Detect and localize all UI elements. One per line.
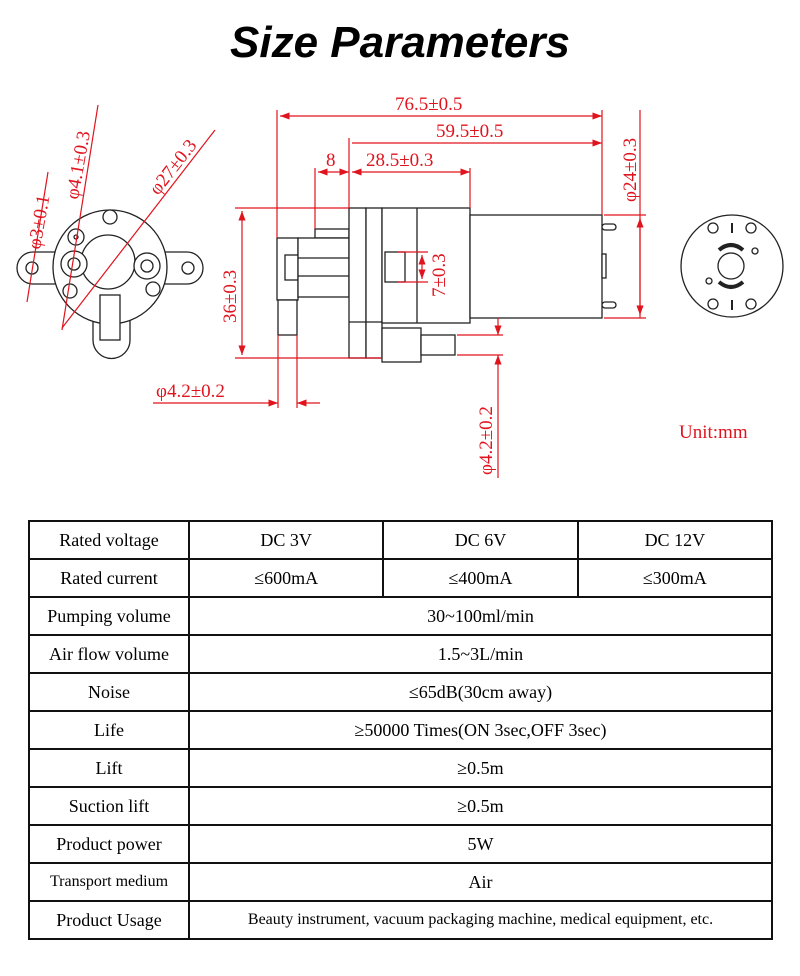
table-row: Life≥50000 Times(ON 3sec,OFF 3sec) [28, 710, 773, 750]
cell-value: DC 12V [576, 520, 774, 560]
table-row: Rated voltage DC 3V DC 6V DC 12V [28, 520, 774, 560]
table-row: Noise≤65dB(30cm away) [28, 672, 773, 712]
table-row: Suction lift≥0.5m [28, 786, 773, 826]
cell-value: ≥0.5m [188, 786, 773, 826]
dim-height-36: 36±0.3 [220, 270, 241, 323]
dimension-drawing: φ3±0.1 φ4.1±0.3 φ27±0.3 [16, 94, 784, 478]
cell-value: 30~100ml/min [188, 596, 773, 636]
row-label: Product power [28, 824, 190, 864]
row-label: Suction lift [28, 786, 190, 826]
row-label: Noise [28, 672, 190, 712]
row-label: Lift [28, 748, 190, 788]
cell-value: ≤300mA [576, 558, 774, 598]
dim-length-76-5: 76.5±0.5 [395, 94, 462, 115]
dim-d4-1: φ4.1±0.3 [62, 129, 95, 201]
cell-value: ≤600mA [187, 558, 385, 598]
side-view [276, 207, 617, 363]
cell-value: 5W [188, 824, 773, 864]
rear-view [680, 214, 784, 318]
table-row: Lift≥0.5m [28, 748, 773, 788]
cell-value: Beauty instrument, vacuum packaging mach… [188, 900, 773, 940]
dim-length-59-5: 59.5±0.5 [436, 121, 503, 142]
spec-table: Rated voltage DC 3V DC 6V DC 12V Rated c… [28, 520, 774, 940]
dim-d27: φ27±0.3 [145, 136, 201, 199]
row-label: Rated voltage [28, 520, 190, 560]
cell-value: 1.5~3L/min [188, 634, 773, 674]
row-label: Pumping volume [28, 596, 190, 636]
dim-d3: φ3±0.1 [24, 193, 54, 250]
front-view [16, 209, 204, 360]
cell-value: DC 3V [187, 520, 385, 560]
cell-value: ≥50000 Times(ON 3sec,OFF 3sec) [188, 710, 773, 750]
table-row: Rated current ≤600mA ≤400mA ≤300mA [28, 558, 774, 598]
dim-d4-2-outlet: φ4.2±0.2 [476, 406, 497, 475]
dim-length-8: 8 [326, 150, 336, 171]
cell-value: ≥0.5m [188, 748, 773, 788]
row-label: Life [28, 710, 190, 750]
cell-value: Air [188, 862, 773, 902]
unit-label: Unit:mm [679, 422, 748, 443]
dim-length-28-5: 28.5±0.3 [366, 150, 433, 171]
page-title: Size Parameters [230, 18, 570, 67]
dim-d4-2-inlet: φ4.2±0.2 [156, 381, 225, 402]
cell-value: ≤65dB(30cm away) [188, 672, 773, 712]
cell-value: ≤400mA [382, 558, 579, 598]
dim-d24: φ24±0.3 [620, 138, 641, 202]
dim-height-7: 7±0.3 [429, 253, 450, 297]
row-label: Rated current [28, 558, 190, 598]
row-label: Product Usage [28, 900, 190, 940]
row-label: Transport medium [28, 862, 190, 902]
row-label: Air flow volume [28, 634, 190, 674]
cell-value: DC 6V [382, 520, 579, 560]
